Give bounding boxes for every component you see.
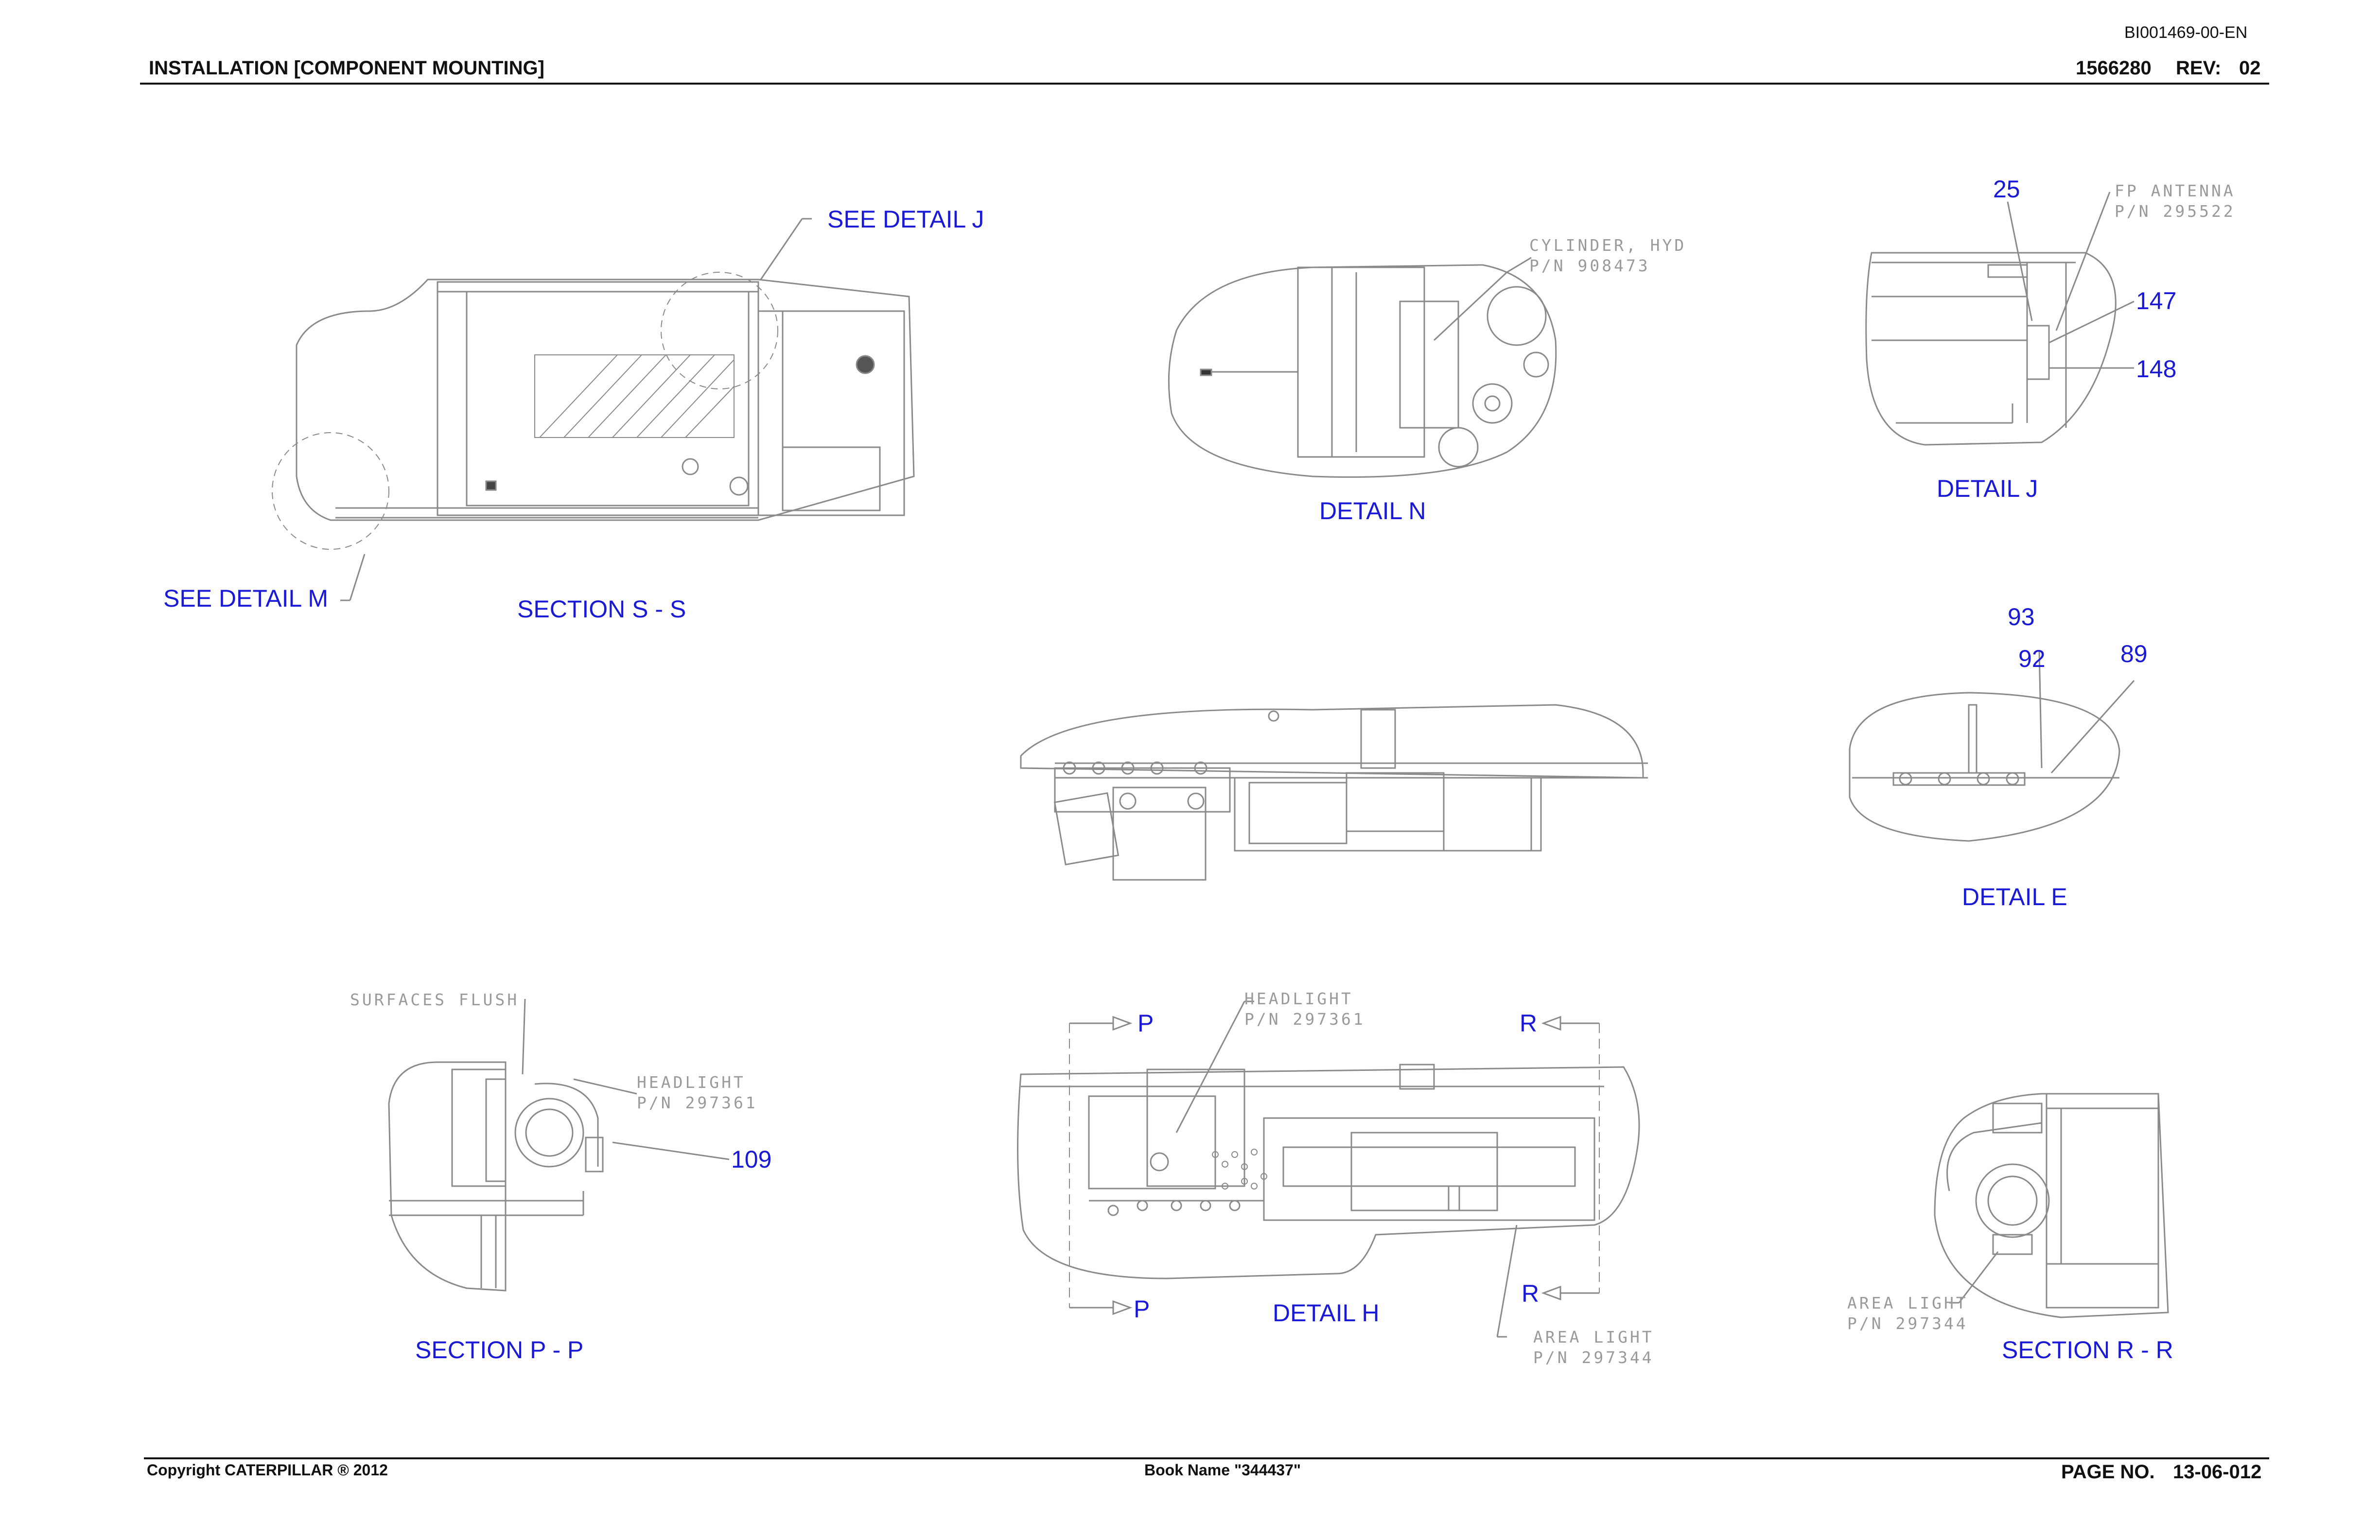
cut-plane-r-top: R: [1520, 1010, 1538, 1037]
detail-h-label: DETAIL H: [1273, 1299, 1380, 1327]
page-number: 13-06-012: [2173, 1461, 2262, 1483]
section-p-label: SECTION P - P: [415, 1336, 584, 1364]
note-cylinder-hyd: CYLINDER, HYD P/N 908473: [1529, 236, 1687, 275]
see-detail-j-label: SEE DETAIL J: [827, 206, 984, 233]
detail-h-drawing: [1017, 1000, 1640, 1338]
detail-n-label: DETAIL N: [1319, 497, 1426, 525]
see-detail-m-label: SEE DETAIL M: [163, 585, 328, 612]
callout-148: 148: [2136, 355, 2177, 383]
section-s-label: SECTION S - S: [517, 595, 686, 623]
note-headlight-p: HEADLIGHT P/N 297361: [637, 1073, 758, 1112]
note-headlight-h: HEADLIGHT P/N 297361: [1244, 989, 1365, 1029]
section-r-drawing: [1934, 1093, 2169, 1318]
page-title: INSTALLATION [COMPONENT MOUNTING]: [149, 57, 544, 79]
callout-89: 89: [2120, 640, 2148, 667]
cut-plane-r-bottom: R: [1522, 1280, 1540, 1307]
copyright-notice: Copyright CATERPILLAR ® 2012: [147, 1461, 388, 1479]
note-area-light-r: AREA LIGHT P/N 297344: [1847, 1294, 1968, 1333]
detail-e-drawing: [1849, 650, 2135, 842]
callout-92: 92: [2018, 645, 2046, 672]
header-rule: [140, 83, 2269, 85]
callout-109: 109: [731, 1146, 772, 1173]
detail-j-label: DETAIL J: [1937, 475, 2038, 502]
book-name: Book Name "344437": [1144, 1461, 1301, 1479]
section-r-label: SECTION R - R: [2002, 1336, 2173, 1364]
detail-e-label: DETAIL E: [1962, 883, 2067, 910]
footer-rule: [144, 1457, 2269, 1459]
callout-147: 147: [2136, 287, 2177, 315]
revision-number: 02: [2239, 57, 2261, 79]
section-p-drawing: [388, 998, 730, 1292]
callout-93: 93: [2008, 603, 2035, 630]
section-s-drawing: [272, 218, 915, 601]
middle-view-drawing: [1020, 704, 1648, 881]
detail-n-drawing: [1168, 257, 1557, 478]
note-area-light-h: AREA LIGHT P/N 297344: [1533, 1328, 1654, 1367]
note-fp-antenna: FP ANTENNA P/N 295522: [2115, 181, 2236, 221]
revision-label: REV:: [2176, 57, 2222, 79]
detail-j-drawing: [1865, 192, 2135, 446]
cut-plane-p-bottom: P: [1134, 1295, 1150, 1323]
page-number-label: PAGE NO.: [2061, 1461, 2155, 1483]
document-number: 1566280: [2076, 57, 2152, 79]
document-id: BI001469-00-EN: [2124, 23, 2248, 42]
note-surfaces-flush: SURFACES FLUSH: [350, 990, 520, 1009]
cut-plane-p-top: P: [1138, 1010, 1154, 1037]
callout-25: 25: [1993, 175, 2020, 203]
